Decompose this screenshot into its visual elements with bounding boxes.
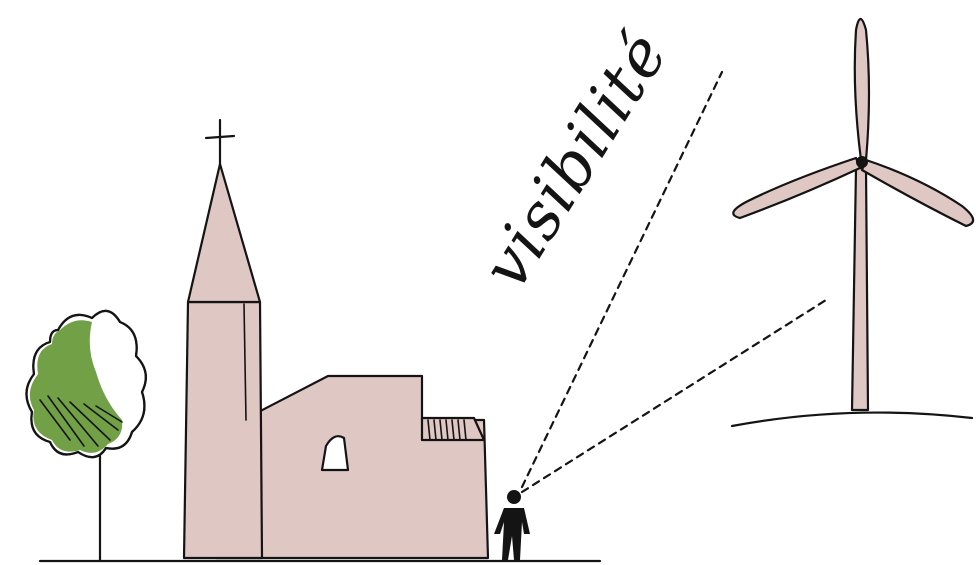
person-icon bbox=[494, 490, 530, 560]
church-icon bbox=[184, 120, 488, 558]
wind-turbine-icon bbox=[733, 19, 973, 410]
cross-icon bbox=[206, 120, 234, 164]
hill-line bbox=[732, 413, 972, 426]
tree-icon bbox=[26, 311, 145, 560]
